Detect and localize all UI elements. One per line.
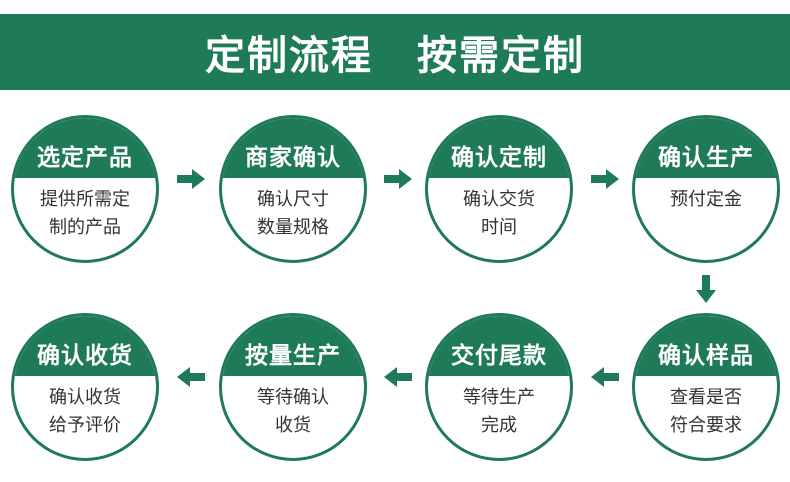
step-desc-line: 符合要求 (670, 415, 742, 436)
step-title: 确认样品 (635, 316, 777, 376)
banner-title-left: 定制流程 (205, 33, 373, 79)
step-title: 确认定制 (428, 118, 570, 178)
step-confirm-customization: 确认定制 确认交货 时间 (425, 115, 573, 263)
step-desc-line: 收货 (275, 415, 311, 436)
step-desc-line: 等待生产 (463, 387, 535, 408)
step-title: 按量生产 (222, 316, 364, 376)
step-description: 预付定金 (635, 186, 777, 214)
step-desc-line: 给予评价 (49, 415, 121, 436)
arrow-right-icon (177, 169, 205, 189)
step-desc-line: 查看是否 (670, 387, 742, 408)
step-desc-line: 制的产品 (49, 217, 121, 238)
step-desc-line: 提供所需定 (40, 189, 130, 210)
step-title: 商家确认 (222, 118, 364, 178)
step-confirm-receipt: 确认收货 确认收货 给予评价 (11, 313, 159, 461)
step-desc-line: 时间 (481, 217, 517, 238)
step-description: 确认收货 给予评价 (14, 384, 156, 440)
banner-title-right: 按需定制 (417, 33, 585, 79)
step-description: 提供所需定 制的产品 (14, 186, 156, 242)
step-desc-line: 等待确认 (257, 387, 329, 408)
step-description: 等待生产 完成 (428, 384, 570, 440)
arrow-left-icon (384, 367, 412, 387)
step-select-product: 选定产品 提供所需定 制的产品 (11, 115, 159, 263)
step-title: 确认收货 (14, 316, 156, 376)
step-title: 选定产品 (14, 118, 156, 178)
arrow-left-icon (591, 367, 619, 387)
step-desc-line: 确认收货 (49, 387, 121, 408)
arrow-right-icon (591, 169, 619, 189)
step-desc-line: 预付定金 (670, 189, 742, 210)
step-confirm-production: 确认生产 预付定金 (632, 115, 780, 263)
step-description: 确认交货 时间 (428, 186, 570, 242)
step-title: 确认生产 (635, 118, 777, 178)
arrow-right-icon (384, 169, 412, 189)
arrow-down-icon (696, 275, 716, 303)
step-final-payment: 交付尾款 等待生产 完成 (425, 313, 573, 461)
arrow-left-icon (177, 367, 205, 387)
step-description: 等待确认 收货 (222, 384, 364, 440)
step-description: 确认尺寸 数量规格 (222, 186, 364, 242)
step-confirm-sample: 确认样品 查看是否 符合要求 (632, 313, 780, 461)
step-title: 交付尾款 (428, 316, 570, 376)
step-desc-line: 完成 (481, 415, 517, 436)
step-merchant-confirm: 商家确认 确认尺寸 数量规格 (219, 115, 367, 263)
title-banner: 定制流程 按需定制 (0, 14, 790, 90)
step-desc-line: 确认交货 (463, 189, 535, 210)
step-mass-production: 按量生产 等待确认 收货 (219, 313, 367, 461)
step-desc-line: 数量规格 (257, 217, 329, 238)
step-desc-line: 确认尺寸 (257, 189, 329, 210)
step-description: 查看是否 符合要求 (635, 384, 777, 440)
